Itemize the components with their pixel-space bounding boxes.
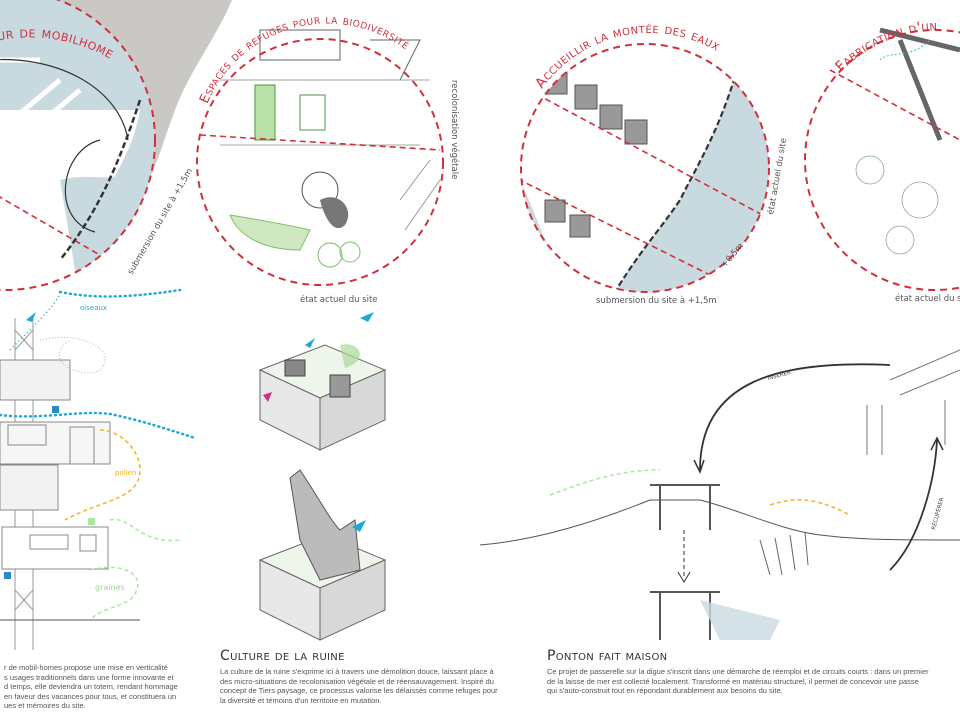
ponton-drawing: INSÉRER RÉCUPÉRER <box>479 349 960 640</box>
circle-mobilhome-tower: Une tour de mobilhome submersion du site… <box>0 0 195 291</box>
text-line: la diversité et témoins d'un territoire … <box>220 695 382 705</box>
text-block-ruin: Culture de la ruine La culture de la rui… <box>220 648 538 705</box>
birds-label: oiseaux <box>80 304 107 312</box>
text-line: Ce projet de passerelle sur la digue s'i… <box>547 667 929 676</box>
text-line: en faveur des vacances pour tous, et con… <box>4 691 177 701</box>
circle-side-caption: recolonisation végétale <box>449 80 460 179</box>
text-line: r de mobil-homes propose une mise en ver… <box>4 663 168 672</box>
text-line: ues et mémoires du site. <box>4 701 86 710</box>
text-line: des micro-situations de recolonisation v… <box>220 676 494 686</box>
text-line: s usages traditionnels dans une forme in… <box>4 672 174 682</box>
pollen-label: pollen <box>115 469 136 477</box>
section-title: Ponton fait maison <box>547 648 668 664</box>
circle-biodiversity-refuges: Espaces de refuges pour la biodiversité … <box>196 13 460 305</box>
section-title: Culture de la ruine <box>220 648 345 664</box>
text-line: concept de Tiers paysage, ce processus v… <box>220 686 498 695</box>
text-line: La culture de la ruine s'exprime ici à t… <box>220 667 494 676</box>
text-line: d temps, elle deviendra un totem, rendan… <box>4 682 178 691</box>
circle-caption: submersion du site à +1,5m <box>596 296 717 306</box>
recover-label: RÉCUPÉRER <box>929 496 945 530</box>
mobilhome-tower-drawing: oiseaux pollen graines <box>0 288 197 650</box>
insert-label: INSÉRER <box>766 368 791 382</box>
text-line: qui s'auto-construit tout en répondant d… <box>547 686 783 695</box>
ruin-culture-drawing <box>258 312 387 641</box>
text-line: de la laisse de mer est collecté localem… <box>547 676 919 686</box>
circle-fabrication: Fabrication d'un état actuel du site <box>804 18 960 304</box>
text-block-tower: r de mobil-homes propose une mise en ver… <box>4 663 210 711</box>
seeds-label: graines <box>95 583 125 592</box>
circle-rising-waters: Accueillir la montée des eaux submersion… <box>520 21 789 306</box>
circle-side-caption: état actuel du site <box>765 137 789 215</box>
text-block-ponton: Ponton fait maison Ce projet de passerel… <box>547 648 955 696</box>
circle-caption: état actuel du site <box>895 293 960 304</box>
circle-caption: état actuel du site <box>300 294 378 305</box>
